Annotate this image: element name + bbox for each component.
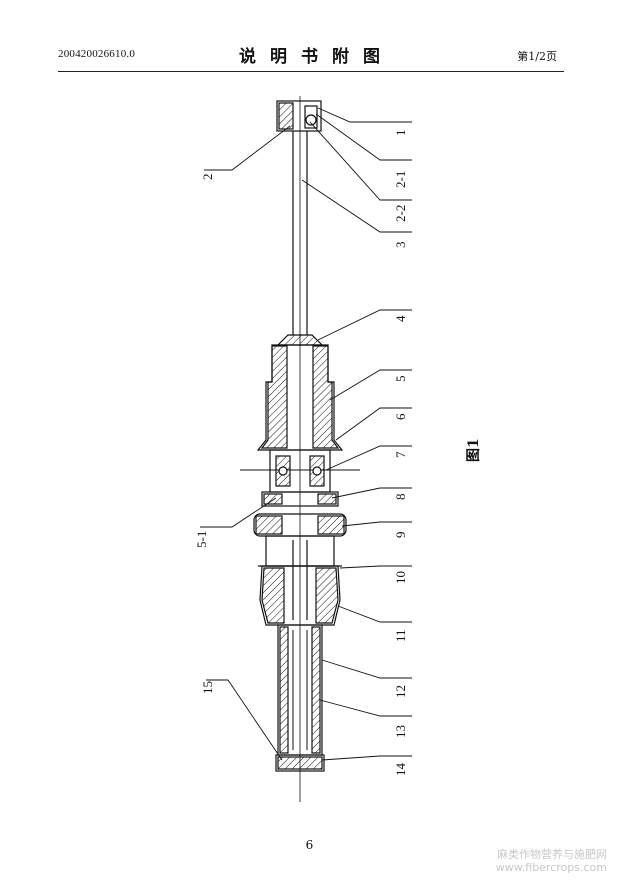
part-label: 3 <box>393 242 408 249</box>
part-label: 4 <box>393 315 408 322</box>
part-labels-right: 1 2-1 2-2 3 4 5 6 7 8 9 10 11 12 13 14 <box>393 130 408 777</box>
part-label: 2-2 <box>393 205 408 222</box>
page-header: 200420026610.0 说明书附图 第1/2页 <box>0 40 619 74</box>
part-label: 2 <box>200 174 215 181</box>
part-label: 14 <box>393 763 408 777</box>
part-labels-left: 2 5-1 15 <box>194 174 215 695</box>
part-label: 5 <box>393 376 408 383</box>
part-label: 6 <box>393 413 408 420</box>
part-label: 1 <box>393 130 408 137</box>
part-label: 13 <box>393 725 408 738</box>
application-number: 200420026610.0 <box>58 48 136 60</box>
upper-body <box>256 344 344 451</box>
page-indicator: 第1/2页 <box>517 50 557 63</box>
figure-caption: 图1 <box>466 438 482 462</box>
watermark-line: 麻类作物营养与施肥网 <box>497 848 607 861</box>
bottom-cap <box>275 754 325 772</box>
middle-body <box>258 535 342 626</box>
leader-lines <box>200 107 412 761</box>
bearing-housing <box>240 449 360 507</box>
part-label: 5-1 <box>194 531 209 548</box>
part-label: 11 <box>393 629 408 642</box>
part-label: 12 <box>393 685 408 698</box>
rod <box>292 131 308 335</box>
cone <box>276 334 324 346</box>
header-rule <box>58 71 564 72</box>
top-cap <box>276 100 322 132</box>
part-label: 10 <box>393 571 408 584</box>
page-number: 6 <box>305 838 314 852</box>
page-title: 说明书附图 <box>239 47 394 67</box>
part-label: 15 <box>200 681 215 694</box>
part-label: 9 <box>393 532 408 539</box>
part-label: 2-1 <box>393 171 408 188</box>
part-label: 7 <box>393 451 408 458</box>
watermark: 麻类作物营养与施肥网 www.fibercrops.com <box>496 848 607 874</box>
part-label: 8 <box>393 494 408 501</box>
watermark-line: www.fibercrops.com <box>495 861 607 874</box>
